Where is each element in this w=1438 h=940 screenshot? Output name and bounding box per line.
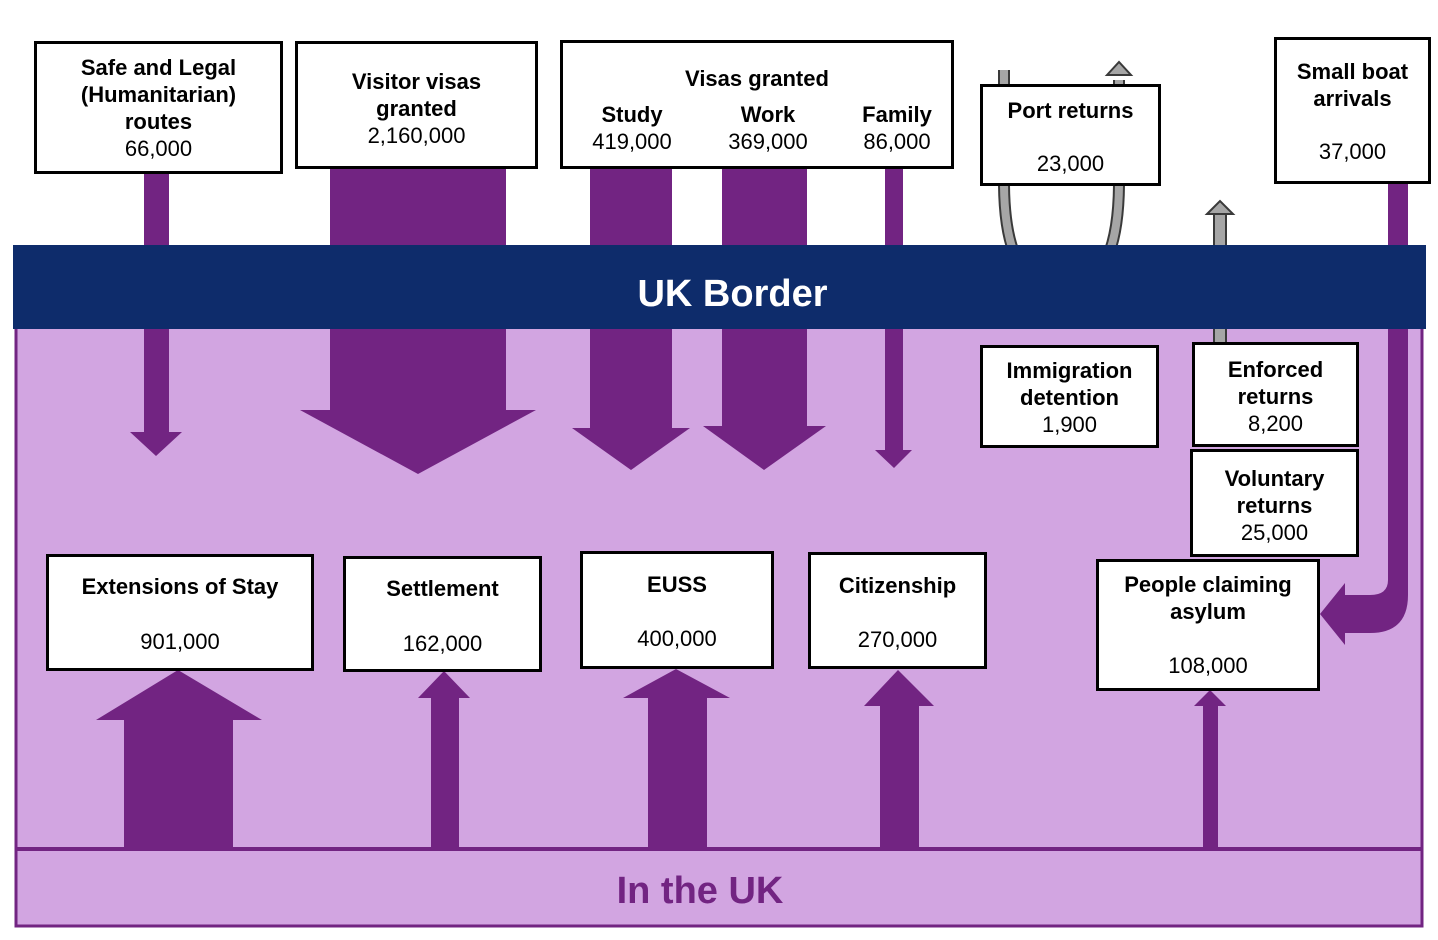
- extensions-value: 901,000: [140, 629, 220, 654]
- small-boat-title-2: arrivals: [1313, 86, 1392, 111]
- extensions-arrow: [96, 670, 262, 847]
- port-returns-title: Port returns: [1007, 98, 1134, 123]
- voluntary-title-1: Voluntary: [1224, 466, 1325, 491]
- euss-arrow: [623, 669, 730, 847]
- euss-value: 400,000: [637, 626, 717, 651]
- small-boat-arrow: [1320, 180, 1408, 645]
- enforced-box: Enforced returns 8,200: [1192, 342, 1359, 447]
- detention-title-2: detention: [1020, 385, 1119, 410]
- asylum-title-2: asylum: [1170, 599, 1246, 624]
- voluntary-box: Voluntary returns 25,000: [1190, 449, 1359, 557]
- enforced-title-2: returns: [1237, 384, 1314, 409]
- euss-title: EUSS: [647, 572, 707, 597]
- visitor-box: Visitor visas granted 2,160,000: [295, 41, 538, 169]
- detention-box: Immigration detention 1,900: [980, 345, 1159, 448]
- visitor-title-2: granted: [376, 96, 457, 121]
- port-returns-arrow-head: [1104, 60, 1134, 76]
- work-value: 369,000: [728, 129, 808, 154]
- settlement-title: Settlement: [386, 576, 499, 601]
- port-returns-box: Port returns 23,000: [980, 84, 1161, 186]
- uk-border-band: [13, 245, 1426, 329]
- detention-value: 1,900: [1041, 412, 1098, 437]
- visas-granted-title: Visas granted: [685, 66, 829, 91]
- visitor-title-1: Visitor visas: [351, 69, 482, 94]
- voluntary-value: 25,000: [1240, 520, 1309, 545]
- visitor-value: 2,160,000: [367, 123, 466, 148]
- citizenship-value: 270,000: [857, 627, 938, 652]
- work-label: Work: [740, 102, 796, 127]
- detention-title-1: Immigration: [1006, 358, 1133, 383]
- citizenship-title: Citizenship: [838, 573, 957, 598]
- enforced-returns-arrow-head: [1204, 199, 1236, 215]
- uk-border-label: UK Border: [637, 273, 828, 315]
- settlement-value: 162,000: [402, 631, 483, 656]
- study-value: 419,000: [592, 129, 672, 154]
- safe-legal-title-2: (Humanitarian): [80, 82, 237, 107]
- voluntary-title-2: returns: [1236, 493, 1313, 518]
- euss-box: EUSS 400,000: [580, 551, 774, 669]
- asylum-title-1: People claiming: [1124, 572, 1292, 597]
- study-label: Study: [601, 102, 663, 127]
- family-value: 86,000: [863, 129, 931, 154]
- small-boat-value: 37,000: [1318, 139, 1387, 164]
- safe-legal-title-3: routes: [124, 109, 193, 134]
- enforced-value: 8,200: [1247, 411, 1304, 436]
- citizenship-box: Citizenship 270,000: [808, 552, 987, 669]
- visas-granted-box: Visas granted Study 419,000 Work 369,000…: [560, 40, 954, 169]
- citizenship-arrow: [864, 670, 934, 847]
- safe-legal-value: 66,000: [124, 136, 193, 161]
- settlement-box: Settlement 162,000: [343, 556, 542, 672]
- safe-legal-box: Safe and Legal (Humanitarian) routes 66,…: [34, 41, 283, 174]
- asylum-value: 108,000: [1168, 653, 1248, 678]
- settlement-arrow: [418, 671, 470, 849]
- asylum-box: People claiming asylum 108,000: [1096, 559, 1320, 691]
- port-returns-value: 23,000: [1036, 151, 1105, 176]
- extensions-title: Extensions of Stay: [81, 574, 279, 599]
- enforced-title-1: Enforced: [1227, 357, 1324, 382]
- small-boat-title-1: Small boat: [1296, 59, 1409, 84]
- in-uk-label: In the UK: [616, 870, 784, 912]
- extensions-box: Extensions of Stay 901,000: [46, 554, 314, 671]
- small-boat-box: Small boat arrivals 37,000: [1274, 37, 1431, 184]
- family-label: Family: [862, 102, 932, 127]
- safe-legal-title-1: Safe and Legal: [80, 55, 237, 80]
- asylum-arrow: [1194, 690, 1226, 847]
